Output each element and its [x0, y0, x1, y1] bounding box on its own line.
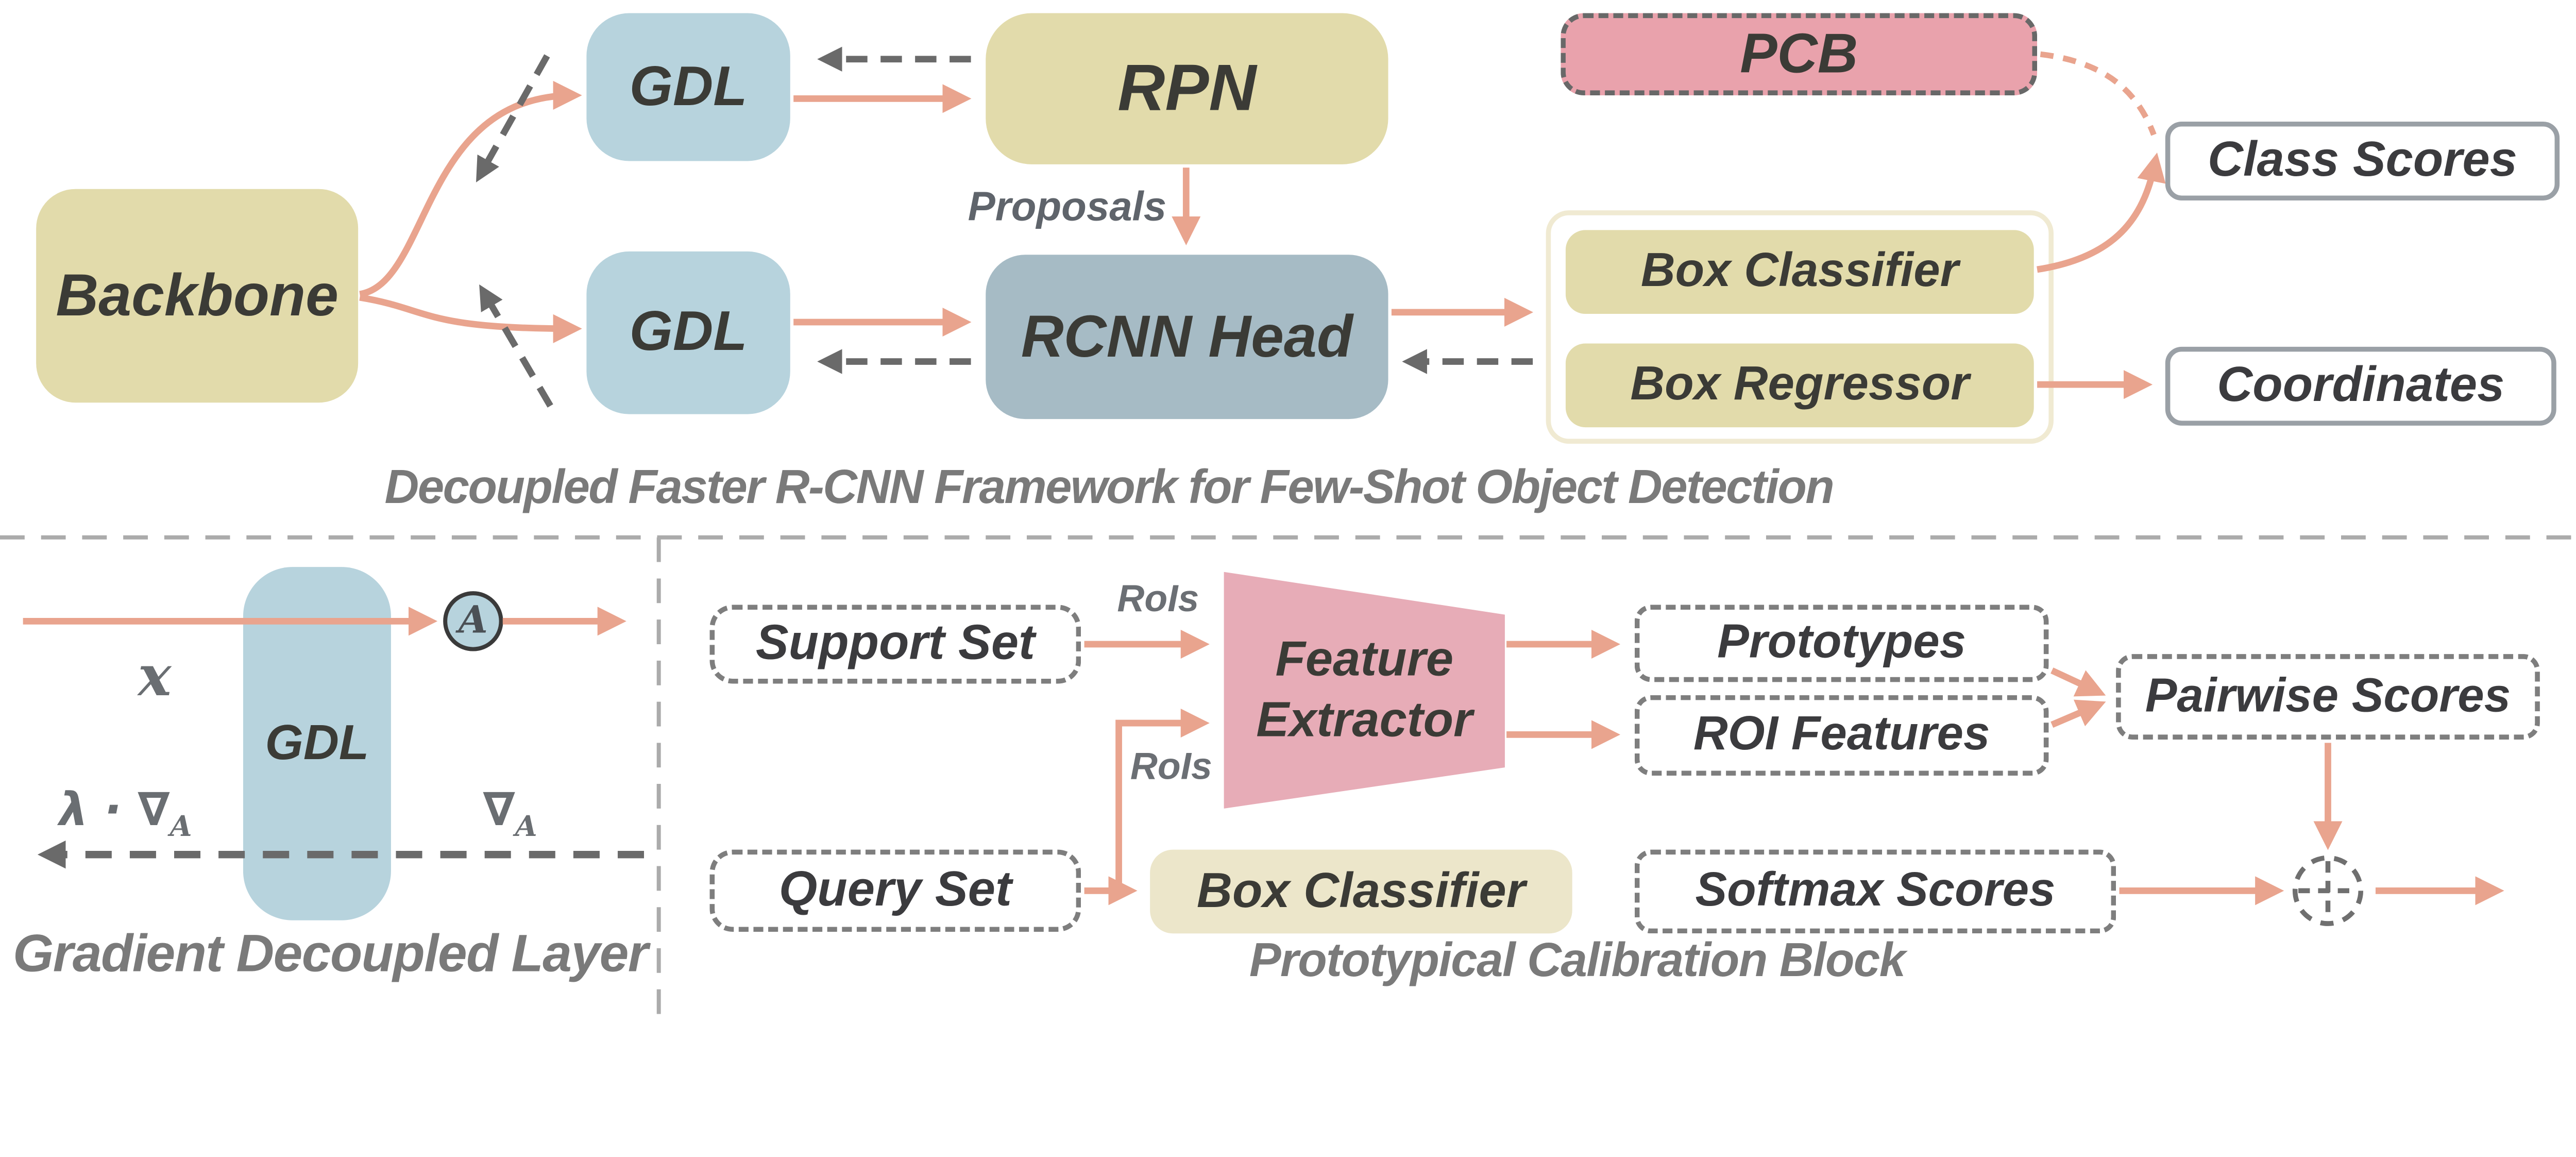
- pcb-box-classifier-box: Box Classifier: [1150, 849, 1572, 934]
- gdl-top-box: GDL: [586, 13, 790, 161]
- class-scores-box: Class Scores: [2165, 121, 2560, 201]
- pairwise-scores-label: Pairwise Scores: [2145, 669, 2511, 723]
- softmax-scores-label: Softmax Scores: [1695, 864, 2056, 917]
- rcnn-head-label: RCNN Head: [1021, 302, 1353, 370]
- query-set-label: Query Set: [778, 863, 1012, 917]
- class-scores-label: Class Scores: [2207, 133, 2517, 188]
- rois-query-label: RoIs: [1130, 744, 1212, 787]
- softmax-scores-box: Softmax Scores: [1634, 849, 2116, 934]
- prototypes-box: Prototypes: [1634, 605, 2049, 682]
- support-set-label: Support Set: [755, 616, 1035, 671]
- box-classifier-box: Box Classifier: [1565, 230, 2034, 314]
- coordinates-box: Coordinates: [2165, 346, 2556, 426]
- box-regressor-box: Box Regressor: [1565, 343, 2034, 428]
- roi-features-label: ROI Features: [1693, 708, 1990, 761]
- pcb-label: PCB: [1740, 22, 1858, 85]
- pcb-box-classifier-label: Box Classifier: [1196, 863, 1526, 918]
- gradient-label: ∇A: [483, 782, 537, 844]
- feature-extractor-label: Feature Extractor: [1256, 633, 1473, 748]
- gdl-bottom-box: GDL: [586, 251, 790, 414]
- pairwise-scores-box: Pairwise Scores: [2116, 654, 2540, 740]
- backbone-box: Backbone: [36, 189, 359, 403]
- proposals-label: Proposals: [968, 184, 1167, 230]
- box-classifier-label: Box Classifier: [1640, 245, 1959, 298]
- scaled-gradient-label: λ · ∇A: [59, 782, 192, 844]
- query-set-box: Query Set: [709, 849, 1081, 932]
- rpn-box: RPN: [986, 13, 1388, 164]
- gdl-layer-label: GDL: [265, 715, 369, 770]
- support-set-box: Support Set: [709, 605, 1081, 684]
- defrcn-architecture-figure: Backbone GDL GDL RPN Proposals RCNN Head…: [0, 13, 2576, 1024]
- rpn-label: RPN: [1117, 52, 1257, 124]
- input-x-label: x: [138, 644, 172, 710]
- gdl-block-caption: Gradient Decoupled Layer: [12, 924, 649, 983]
- feature-extractor-trapezoid: [1224, 572, 1505, 809]
- framework-caption: Decoupled Faster R-CNN Framework for Few…: [384, 462, 1835, 515]
- prototypes-label: Prototypes: [1717, 616, 1967, 669]
- roi-features-box: ROI Features: [1634, 695, 2049, 776]
- backbone-label: Backbone: [56, 261, 338, 329]
- activation-node-circle: [443, 591, 503, 651]
- gdl-layer-box: GDL: [243, 567, 391, 920]
- rcnn-head-box: RCNN Head: [986, 255, 1388, 420]
- activation-node-label: A: [458, 597, 488, 642]
- gdl-bottom-label: GDL: [629, 300, 748, 363]
- shape-layer: [443, 572, 1505, 809]
- pcb-block-caption: Prototypical Calibration Block: [1249, 935, 1906, 988]
- box-regressor-label: Box Regressor: [1630, 358, 1970, 411]
- gdl-top-label: GDL: [629, 55, 748, 118]
- pcb-box: PCB: [1561, 13, 2038, 95]
- coordinates-label: Coordinates: [2217, 358, 2505, 413]
- rois-support-label: RoIs: [1117, 577, 1199, 620]
